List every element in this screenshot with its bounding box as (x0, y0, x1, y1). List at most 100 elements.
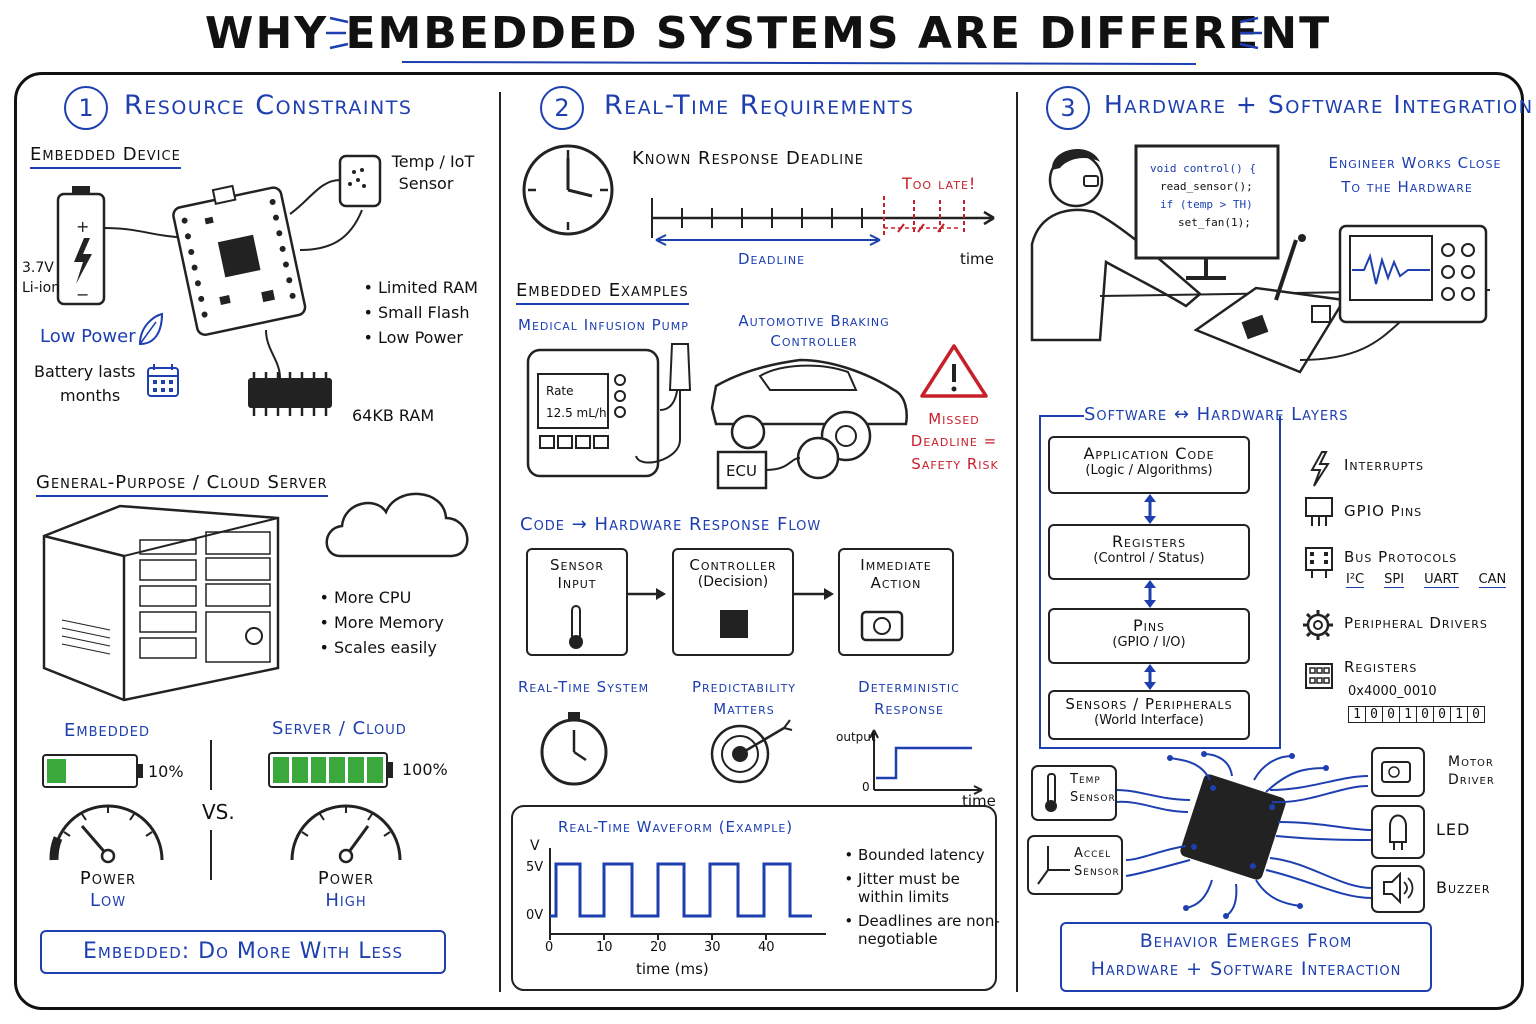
cloud-battery-gauge (268, 752, 388, 788)
battery-voltage: 3.7V (22, 260, 54, 276)
cloud-battery-cell (310, 757, 327, 783)
register-bit: 0 (1417, 707, 1434, 722)
too-late-label: Too late! (902, 174, 977, 193)
battery-lasts-label: Battery lasts (34, 362, 136, 381)
section-number-3: 3 (1046, 86, 1090, 130)
waveform-tick-20: 20 (650, 940, 667, 955)
register-bits: 1 0 0 1 0 0 1 0 (1348, 706, 1485, 723)
time-axis-label: time (960, 250, 994, 268)
bullet-more-memory: More Memory (334, 613, 444, 632)
deterministic-label-1: Deterministic (858, 678, 960, 696)
register-bit: 0 (1366, 707, 1383, 722)
accel-sensor-label-2: Sensor (1074, 864, 1120, 879)
flow-box-line1: Immediate (860, 556, 932, 574)
layer-line1: Sensors / Peripherals (1065, 695, 1233, 713)
register-bit: 0 (1383, 707, 1400, 722)
register-bit: 1 (1451, 707, 1468, 722)
code-line-4: set_fan(1); (1178, 216, 1251, 229)
register-bit: 0 (1472, 707, 1480, 722)
interrupts-label: Interrupts (1344, 456, 1424, 474)
register-bit: 1 (1349, 707, 1366, 722)
code-line-1: void control() { (1150, 162, 1256, 175)
bullet-more-cpu: More CPU (334, 588, 444, 607)
waveform-tick-30: 30 (704, 940, 721, 955)
bullet-deadlines: Deadlines are non-negotiable (858, 912, 1008, 948)
cloud-battery-cell (273, 757, 289, 783)
waveform-x-label: time (ms) (636, 960, 709, 978)
gear-icon (1302, 608, 1336, 642)
register-bit: 1 (1400, 707, 1417, 722)
braking-label-1: Automotive Braking (738, 312, 890, 330)
section-number-1: 1 (64, 86, 108, 130)
layer-application-code: Application Code (Logic / Algorithms) (1048, 436, 1250, 494)
buzzer-label: Buzzer (1436, 878, 1491, 897)
low-power-label: Low Power (40, 326, 136, 347)
microcontroller-icon (1190, 784, 1276, 870)
layer-line1: Application Code (1083, 444, 1215, 463)
embedded-battery-gauge (42, 754, 138, 788)
ram-label: 64KB RAM (352, 406, 435, 425)
server-illustration (42, 492, 469, 702)
bus-spi: SPI (1384, 572, 1405, 588)
layer-line2: (World Interface) (1094, 713, 1204, 728)
cloud-battery-cell (348, 757, 365, 783)
bus-protocols-label: Bus Protocols (1344, 548, 1458, 566)
svg-text:+: + (76, 217, 89, 236)
embedded-battery-percent: 10% (148, 762, 184, 781)
missed-label-1: Missed (928, 410, 980, 428)
gpio-pin-icon (1304, 496, 1334, 528)
ecu-label: ECU (726, 462, 757, 480)
code-line-3: if (temp > TH) (1160, 198, 1253, 211)
cloud-comparison-heading: Server / Cloud (272, 718, 407, 739)
deadline-title: Known Response Deadline (632, 148, 865, 169)
predictability-label-1: Predictability (691, 678, 797, 696)
real-time-system-label: Real-Time System (518, 678, 650, 696)
server-label: General-Purpose / Cloud Server (36, 472, 328, 497)
thermometer-icon (1044, 772, 1060, 812)
page-title: WHY EMBEDDED SYSTEMS ARE DIFFERENT (204, 8, 1332, 59)
bullet-bounded-latency: Bounded latency (858, 846, 1008, 864)
pump-rate-value: 12.5 mL/h (546, 406, 607, 420)
led-icon (1372, 806, 1424, 858)
waveform-5v-label: 5V (526, 860, 544, 875)
layer-pins: Pins (GPIO / I/O) (1048, 608, 1250, 664)
layer-line1: Pins (1132, 616, 1166, 635)
accel-sensor-label-1: Accel (1074, 846, 1112, 861)
missed-label-3: Safety Risk (911, 455, 999, 473)
bullet-low-power: Low Power (378, 328, 478, 347)
flow-box-line2: Action (870, 574, 922, 592)
speaker-icon (1372, 866, 1424, 912)
real-time-illustrations (511, 144, 997, 991)
section-heading-real-time: Real-Time Requirements (604, 90, 915, 121)
battery-months-label: months (60, 386, 121, 405)
register-bit: 0 (1434, 707, 1451, 722)
column-divider-1 (499, 92, 501, 992)
deterministic-label-2: Response (874, 700, 944, 718)
motor-driver-label-1: Motor (1448, 754, 1494, 770)
flow-title: Code → Hardware Response Flow (520, 514, 822, 535)
waveform-tick-40: 40 (758, 940, 775, 955)
bus-i2c: I²C (1346, 572, 1365, 588)
column-divider-2 (1016, 92, 1018, 992)
waveform-title: Real-Time Waveform (Example) (558, 818, 794, 836)
embedded-device-illustration: + − (56, 154, 382, 416)
bus-chip-icon (1304, 546, 1334, 578)
flow-box-line1: Sensor (550, 556, 604, 574)
bullet-scales-easily: Scales easily (334, 638, 444, 657)
step-zero-label: 0 (862, 780, 870, 794)
bullet-small-flash: Small Flash (378, 303, 478, 322)
pump-rate-label: Rate (546, 384, 574, 398)
layer-line2: (Logic / Algorithms) (1085, 463, 1213, 478)
sensor-label-1: Temp / IoT (391, 152, 475, 171)
vs-label: VS. (202, 800, 235, 824)
layers-title: Software ↔ Hardware Layers (1084, 404, 1349, 425)
vs-divider-bottom (210, 830, 212, 880)
cloud-battery-cell (329, 757, 346, 783)
engineer-icon (1040, 148, 1110, 218)
section-number-2: 2 (540, 86, 584, 130)
layer-line1: Registers (1111, 532, 1187, 551)
flow-box-line2: Input (557, 574, 597, 592)
register-grid-icon (1304, 662, 1334, 690)
temp-sensor-label-2: Sensor (1070, 790, 1116, 805)
